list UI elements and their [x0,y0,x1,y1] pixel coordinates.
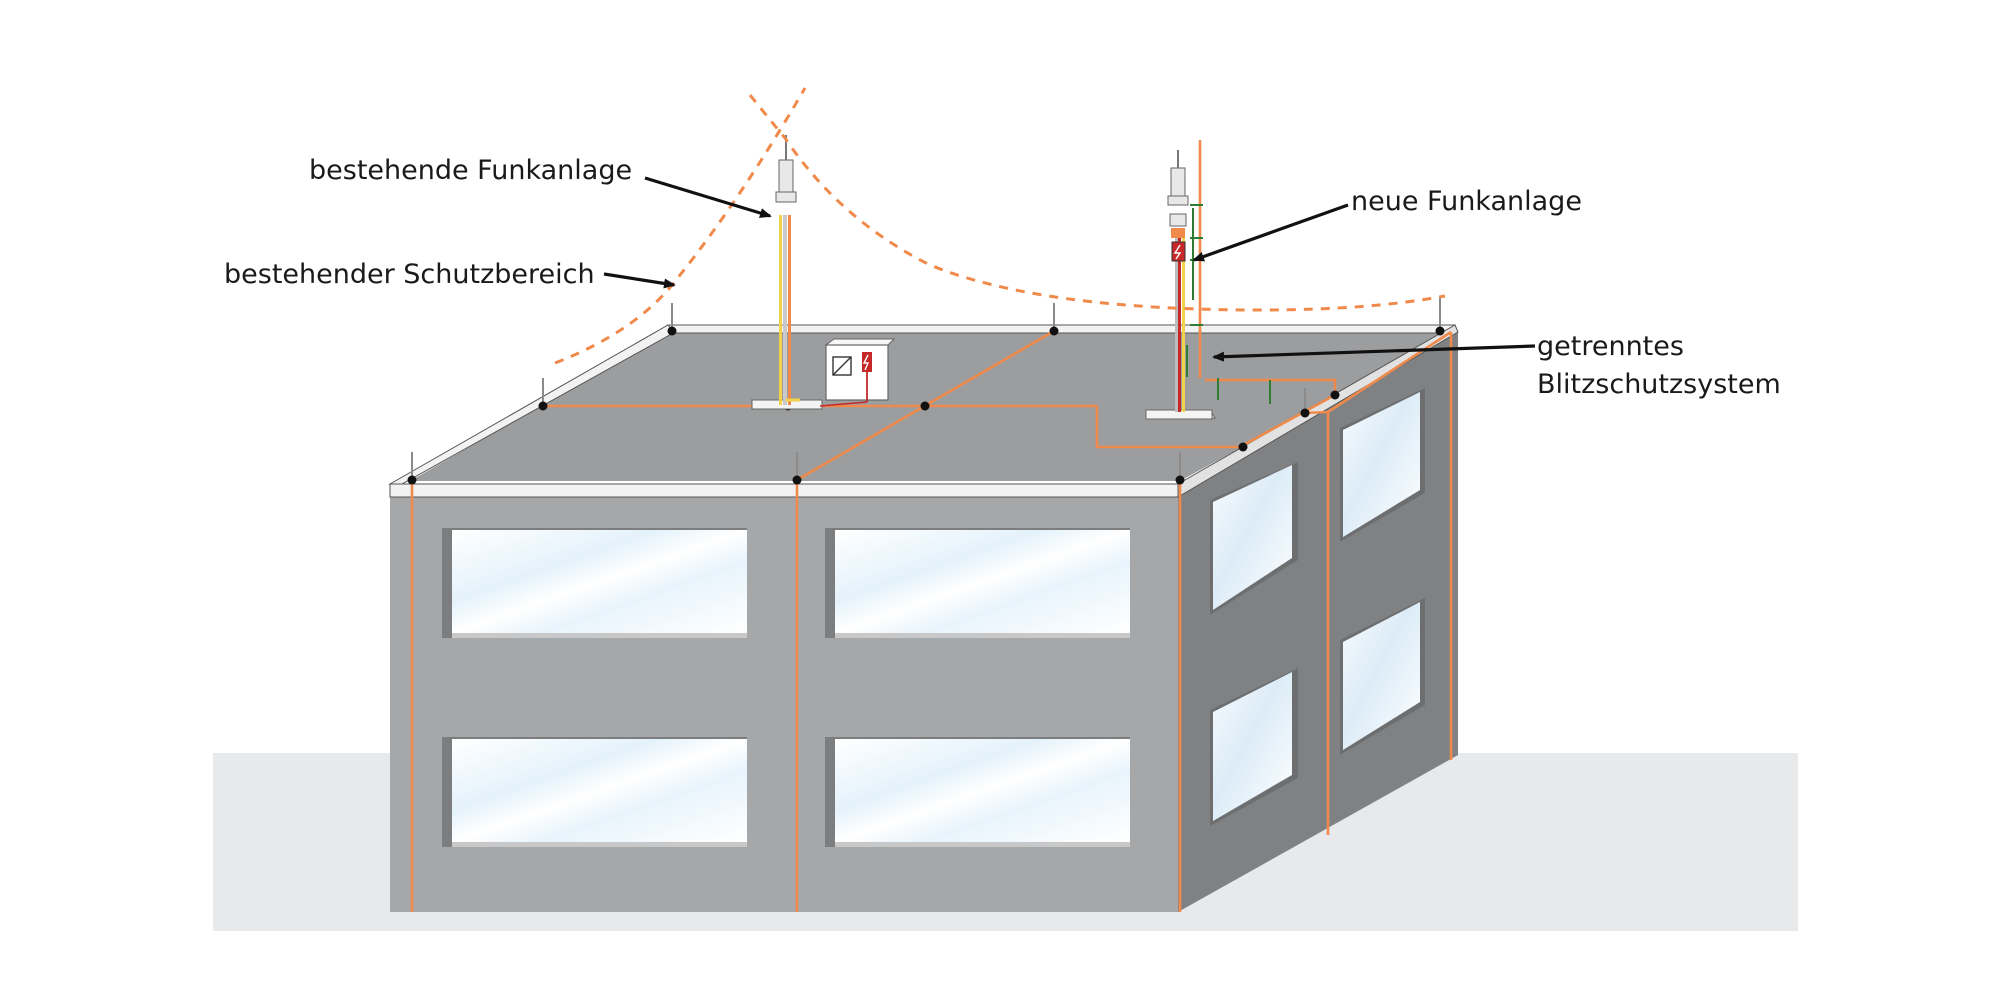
label-new-radio: neue Funkanlage [1351,186,1582,217]
new-radio-mast [1145,150,1216,420]
callout-leaders [603,176,1536,362]
front-windows [442,528,1130,847]
side-windows [1210,388,1425,826]
parapet-right [1177,324,1459,498]
parapet-front [389,483,1179,498]
label-existing-protection-zone: bestehender Schutzbereich [224,259,595,290]
electrical-cabinet-icon [819,338,896,407]
lightning-bolt-icon [1171,241,1186,262]
existing-protection-zone [554,87,1446,365]
down-conductors [410,332,1453,912]
label-separated-lps-line2: Blitzschutzsystem [1537,369,1781,400]
label-existing-radio: bestehende Funkanlage [309,155,632,186]
label-separated-lps-line1: getrenntes [1537,331,1684,362]
